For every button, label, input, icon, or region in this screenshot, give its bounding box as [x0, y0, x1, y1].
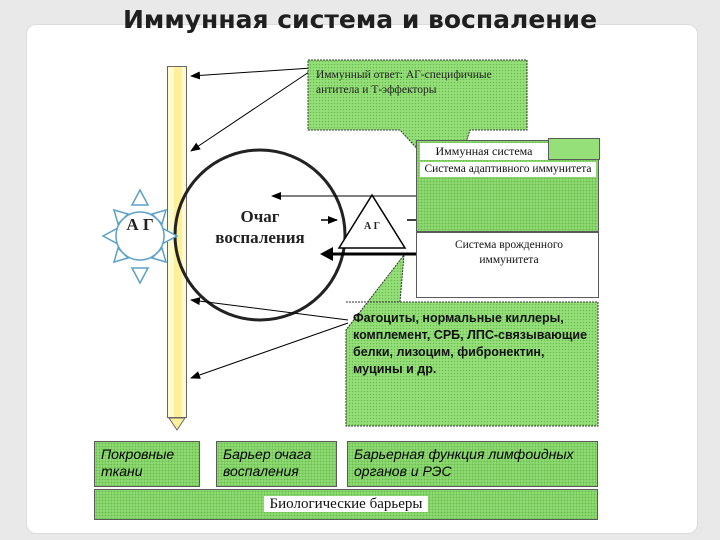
antigen-small-label: А Г — [363, 221, 381, 232]
innate-components-text: Фагоциты, нормальные киллеры, комплемент… — [353, 311, 588, 376]
innate-immunity-box — [416, 232, 599, 298]
arrow-callout-to-upper — [190, 69, 313, 152]
arrow-innate-to-mid — [190, 297, 349, 321]
page-title: Иммунная система и воспаление — [122, 5, 598, 34]
barrier-cover-tissue: Покровные ткани — [94, 441, 200, 487]
inflammation-focus-label: Очаг воспаления — [215, 207, 305, 247]
arrow-callout-to-top — [190, 67, 313, 80]
pillar-down-arrow — [168, 417, 186, 431]
arrow-innate-head — [320, 247, 333, 261]
biological-barriers-label: Биологические барьеры — [263, 496, 429, 512]
antigen-triangle — [337, 193, 407, 249]
adaptive-immunity-text: Система адаптивного иммунитета — [420, 162, 596, 177]
barrier-lymphoid: Барьерная функция лимфоидных органов и Р… — [347, 441, 598, 487]
barrier-focus: Барьер очага воспаления — [216, 441, 337, 487]
label-tab — [548, 138, 600, 160]
arrow-innate-to-low — [190, 322, 349, 379]
antigen-large-label: А Г — [126, 215, 154, 234]
biological-barriers-box: Биологические барьеры — [94, 489, 598, 520]
antigen-sun-icon — [101, 188, 179, 285]
innate-immunity-text: Система врожденного иммунитета — [454, 239, 564, 266]
immune-system-label: Иммунная система — [420, 143, 548, 160]
callout-top-text: Иммунный ответ: АГ-специфичные антитела … — [316, 69, 492, 96]
callout-innate-shape — [345, 253, 599, 427]
